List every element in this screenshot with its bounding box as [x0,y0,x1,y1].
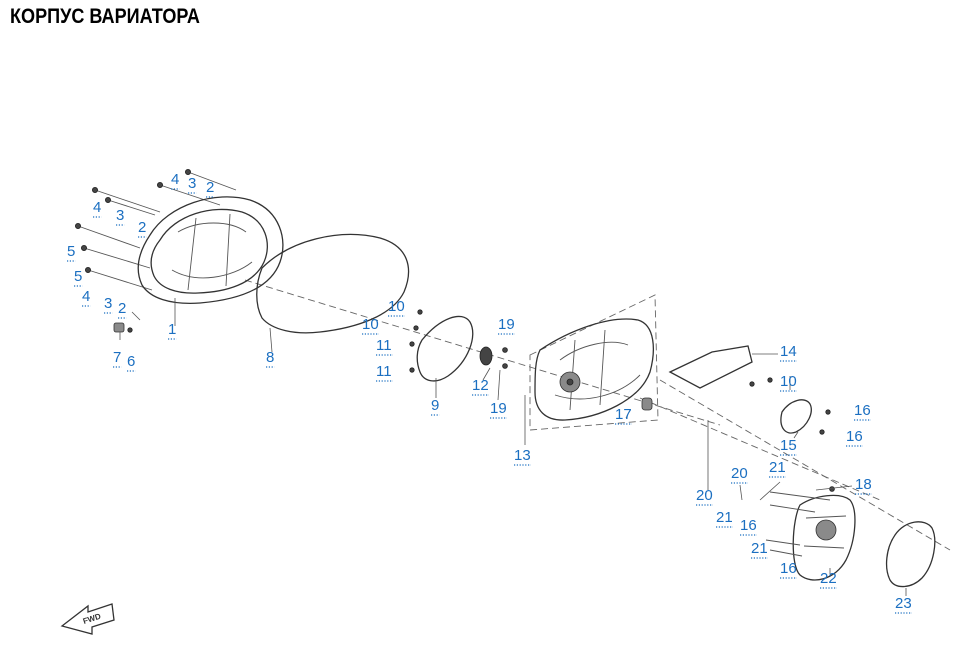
callout-19: 19 [498,316,515,333]
fwd-arrow-icon: FWD [60,603,115,635]
page-title: КОРПУС ВАРИАТОРА [10,5,200,28]
callout-16: 16 [846,428,863,445]
axis-line-lower [639,397,881,501]
part-22-filter-housing [792,494,856,581]
callout-10: 10 [388,298,405,315]
callout-18: 18 [855,476,872,493]
callout-3: 3 [116,207,124,224]
callout-5: 5 [67,243,75,260]
part-23-end-cover [885,521,936,588]
callout-2: 2 [118,300,126,317]
part-9-plate [416,315,474,382]
callout-2: 2 [138,219,146,236]
part-13-inner-cover [529,294,659,431]
callout-21: 21 [716,509,733,526]
callout-17: 17 [615,406,632,423]
bolt-group-left [75,168,237,291]
callout-9: 9 [431,397,439,414]
callout-8: 8 [266,349,274,366]
callout-23: 23 [895,595,912,612]
callout-11: 11 [376,363,392,380]
leader-lines [119,298,907,596]
callout-5: 5 [74,268,82,285]
callout-13: 13 [514,447,531,464]
callout-11: 11 [376,337,392,354]
callout-4: 4 [93,199,101,216]
callout-16: 16 [854,402,871,419]
part-15-gasket [780,399,812,434]
callout-12: 12 [472,377,489,394]
callout-1: 1 [168,321,176,338]
part-14-duct [668,345,753,389]
part-12-seal [479,346,493,366]
callout-16: 16 [740,517,757,534]
callout-22: 22 [820,570,837,587]
callout-2: 2 [206,179,214,196]
callout-19: 19 [490,400,507,417]
part-8-gasket [256,233,410,334]
callout-3: 3 [188,175,196,192]
callout-4: 4 [82,288,90,305]
callout-21: 21 [769,459,786,476]
callout-21: 21 [751,540,768,557]
callout-3: 3 [104,295,112,312]
callout-10: 10 [780,373,797,390]
callout-7: 7 [113,349,121,366]
callout-10: 10 [362,316,379,333]
callout-20: 20 [731,465,748,482]
axis-line-rear [659,379,951,551]
callout-15: 15 [780,437,797,454]
callout-14: 14 [780,343,797,360]
callout-4: 4 [171,171,179,188]
part-6-7-plug [113,322,133,333]
callout-6: 6 [127,353,135,370]
callout-16: 16 [780,560,797,577]
part-17-fitting [641,397,653,411]
part-1-outer-cover [137,196,284,304]
callout-20: 20 [696,487,713,504]
